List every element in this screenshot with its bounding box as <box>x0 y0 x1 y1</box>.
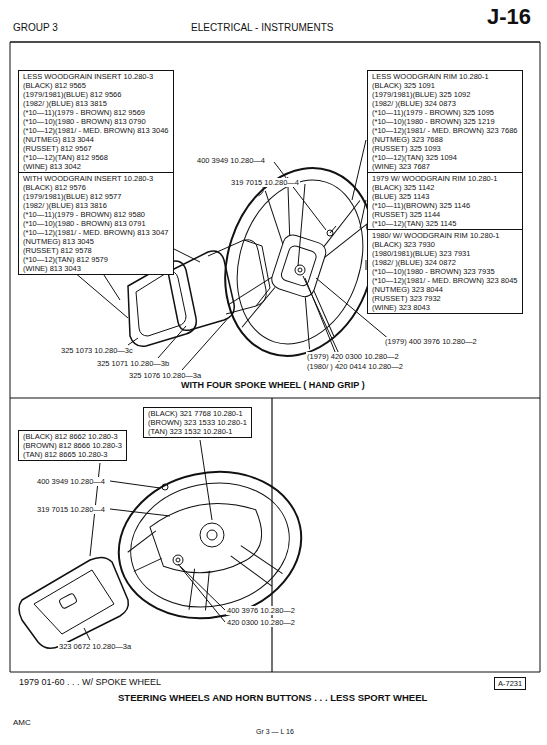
box-heading: LESS WOODGRAIN INSERT 10.280-3 <box>23 72 169 81</box>
box-heading: 1980/ W/ WOODGRAIN RIM 10.280-1 <box>372 231 518 240</box>
part-number-line: (*10—10)(1980 - BROWN) 813 0791 <box>23 219 169 228</box>
part-number-line: (RUSSET) 812 9578 <box>23 246 169 255</box>
page-reference: Gr 3 — L 16 <box>255 728 295 736</box>
part-number-line: (BLACK) 323 7930 <box>372 240 518 249</box>
callout-number: (1979) 400 3976 10.280—2 <box>384 337 478 346</box>
box-heading: (BLACK) 321 7768 10.280-1 <box>148 409 247 418</box>
part-number-line: (NUTMEG) 813 3044 <box>23 135 169 144</box>
part-number-line: (*10—12)(TAN) 325 1094 <box>372 153 518 162</box>
callout-number: 420 0300 10.280—2 <box>226 618 296 627</box>
callout-number: (1980/ ) 420 0414 10.280—2 <box>306 362 404 371</box>
part-number-line: (RUSSET) 325 1144 <box>372 210 518 219</box>
part-list-box: 1980/ W/ WOODGRAIN RIM 10.280-1(BLACK) 3… <box>367 229 523 314</box>
part-number-line: (BLUE) 325 1143 <box>372 192 518 201</box>
part-number-line: (*10—11)(1979 - BROWN) 812 9580 <box>23 210 169 219</box>
view-caption: WITH FOUR SPOKE WHEEL ( HAND GRIP ) <box>180 380 366 391</box>
part-list-box: LESS WOODGRAIN RIM 10.280-1(BLACK) 325 1… <box>367 70 523 173</box>
part-number-line: (1982/ )(BLUE) 813 3816 <box>23 201 169 210</box>
callout-number: 325 1071 10.280—3b <box>96 359 170 368</box>
part-number-line: (TAN) 323 1532 10.280-1 <box>148 427 247 436</box>
part-list-box: (BLACK) 812 8662 10.280-3(BROWN) 812 866… <box>18 430 127 461</box>
part-number-line: (*10—10)(1980 - BROWN) 325 1219 <box>372 117 518 126</box>
part-number-line: (*10—12)(TAN) 325 1145 <box>372 219 518 228</box>
box-heading: WITH WOODGRAIN INSERT 10.280-3 <box>23 174 169 183</box>
callout-number: 400 3949 10.280—4 <box>196 156 266 165</box>
callout-number: (1979) 420 0300 10.280—2 <box>306 352 400 361</box>
part-number-line: (BLACK) 812 9565 <box>23 81 169 90</box>
part-number-line: (BROWN) 323 1533 10.280-1 <box>148 418 247 427</box>
group-number: GROUP 3 <box>12 22 59 34</box>
part-number-line: (1982/ )(BLUE) 324 0872 <box>372 258 518 267</box>
page-title: ELECTRICAL - INSTRUMENTS <box>190 22 334 34</box>
part-number-line: (1979/1981)(BLUE) 812 9577 <box>23 192 169 201</box>
callout-number: 400 3976 10.280—2 <box>226 606 296 615</box>
callout-number: 325 1073 10.280—3c <box>60 346 134 355</box>
figure-caption: STEERING WHEELS AND HORN BUTTONS . . . L… <box>117 692 428 704</box>
part-number-line: (*10—12)(1981/ - MED. BROWN) 813 3047 <box>23 228 169 237</box>
part-number-line: (WINE) 813 3042 <box>23 162 169 171</box>
part-number-line: (RUSSET) 812 9567 <box>23 144 169 153</box>
part-number-line: (1982/ )(BLUE) 324 0873 <box>372 99 518 108</box>
part-number-line: (*10—12)(1981/ - MED. BROWN) 323 8045 <box>372 276 518 285</box>
part-number-line: (*10—11)(1979 - BROWN) 325 1095 <box>372 108 518 117</box>
part-number-line: (*10—12)(1981/ - MED. BROWN) 323 7686 <box>372 126 518 135</box>
part-number-line: (*10—10)(1980 - BROWN) 323 7935 <box>372 267 518 276</box>
callout-number: 325 1076 10.280—3a <box>128 371 202 380</box>
part-number-line: (WINE) 813 3043 <box>23 264 169 273</box>
maker-mark: AMC <box>12 718 32 728</box>
part-number-line: (NUTMEG) 813 3045 <box>23 237 169 246</box>
callout-number: 319 7015 10.280—4 <box>36 505 106 514</box>
part-list-box: 1979 W/ WOODGRAIN RIM 10.280-1(BLACK) 32… <box>367 172 523 230</box>
part-number-line: (*10—12)(TAN) 812 9579 <box>23 255 169 264</box>
part-list-box: (BLACK) 321 7768 10.280-1(BROWN) 323 153… <box>143 407 252 438</box>
part-number-line: (BLACK) 325 1091 <box>372 81 518 90</box>
box-heading: (BLACK) 812 8662 10.280-3 <box>23 432 122 441</box>
callout-number: 319 7015 10.280—4 <box>230 178 300 187</box>
part-list-box: WITH WOODGRAIN INSERT 10.280-3(BLACK) 81… <box>18 172 174 275</box>
part-number-line: (1982/ )(BLUE) 813 3815 <box>23 99 169 108</box>
part-number-line: (1979/1981)(BLUE) 812 9566 <box>23 90 169 99</box>
part-number-line: (RUSSET) 323 7932 <box>372 294 518 303</box>
part-number-line: (*10—12)(TAN) 812 9568 <box>23 153 169 162</box>
part-number-line: (*10—10)(1980 - BROWN) 813 0790 <box>23 117 169 126</box>
part-list-box: LESS WOODGRAIN INSERT 10.280-3(BLACK) 81… <box>18 70 174 173</box>
part-number-line: (BLACK) 325 1142 <box>372 183 518 192</box>
part-number-line: (WINE) 323 8043 <box>372 303 518 312</box>
page-number: J-16 <box>486 4 532 30</box>
figure-number: A-7231 <box>494 677 526 690</box>
part-number-line: (*10—11)(BROWN) 325 1146 <box>372 201 518 210</box>
view-caption: 1979 01-60 . . . W/ SPOKE WHEEL <box>18 677 162 688</box>
box-heading: 1979 W/ WOODGRAIN RIM 10.280-1 <box>372 174 518 183</box>
part-number-line: (RUSSET) 325 1093 <box>372 144 518 153</box>
part-number-line: (1980/1981)(BLUE) 323 7931 <box>372 249 518 258</box>
box-heading: LESS WOODGRAIN RIM 10.280-1 <box>372 72 518 81</box>
part-number-line: (1979/1981)(BLUE) 325 1092 <box>372 90 518 99</box>
part-number-line: (NUTMEG) 323 7688 <box>372 135 518 144</box>
part-number-line: (BLACK) 812 9576 <box>23 183 169 192</box>
part-number-line: (TAN) 812 8665 10.280-3 <box>23 450 122 459</box>
part-number-line: (WINE) 323 7687 <box>372 162 518 171</box>
callout-number: 323 0672 10.280—3a <box>58 642 132 651</box>
part-number-line: (*10—12)(1981/ - MED. BROWN) 813 3046 <box>23 126 169 135</box>
part-number-line: (BROWN) 812 8666 10.280-3 <box>23 441 122 450</box>
part-number-line: (NUTMEG) 323 8044 <box>372 285 518 294</box>
callout-number: 400 3949 10.280—4 <box>36 477 106 486</box>
part-number-line: (*10—11)(1979 - BROWN) 812 9569 <box>23 108 169 117</box>
